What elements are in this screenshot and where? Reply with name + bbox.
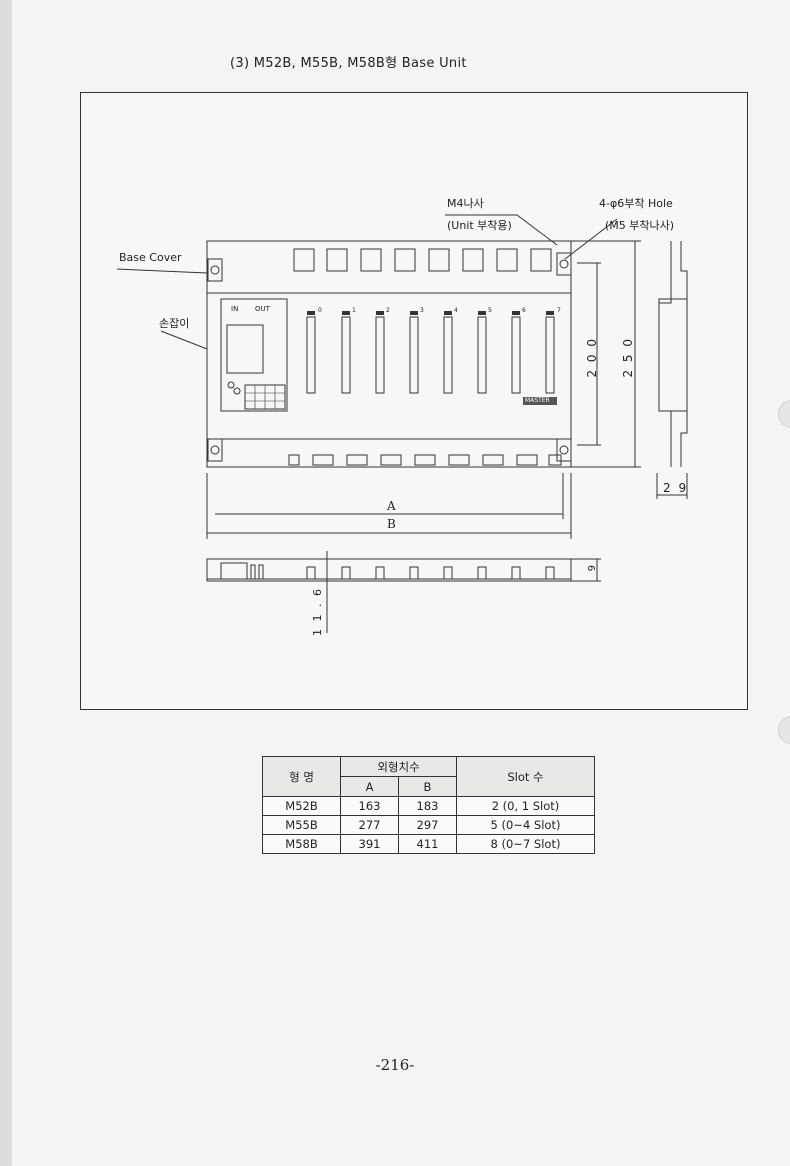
slot-label: 7 bbox=[557, 307, 561, 314]
header-a: A bbox=[340, 776, 399, 797]
cell-a: 391 bbox=[340, 834, 399, 854]
handle-label: 손잡이 bbox=[159, 317, 190, 330]
slot-label: 0 bbox=[318, 307, 322, 314]
cell-b: 183 bbox=[398, 796, 457, 816]
page-number: -216- bbox=[375, 1056, 415, 1074]
table-row: M58B 391 411 8 (0~7 Slot) bbox=[262, 834, 595, 854]
cell-slots: 5 (0~4 Slot) bbox=[456, 815, 595, 835]
cell-model: M55B bbox=[262, 815, 341, 835]
spec-table: 형 명 외형치수 Slot 수 A B M52B 163 183 2 (0, 1… bbox=[262, 756, 595, 854]
header-b: B bbox=[398, 776, 457, 797]
dimension-250: 2 5 0 bbox=[621, 337, 635, 378]
table-row: M52B 163 183 2 (0, 1 Slot) bbox=[262, 796, 595, 816]
cell-a: 163 bbox=[340, 796, 399, 816]
base-unit-drawing bbox=[116, 214, 688, 633]
cell-slots: 2 (0, 1 Slot) bbox=[456, 796, 595, 816]
m4-screw-label: M4나사 bbox=[447, 197, 484, 210]
cell-b: 297 bbox=[398, 815, 457, 835]
slot-sockets bbox=[306, 316, 555, 394]
slot-label: 3 bbox=[420, 307, 424, 314]
dimension-11-6: 1 1 . 6 bbox=[311, 587, 324, 636]
slot-label: 2 bbox=[386, 307, 390, 314]
brand-label: MASTER bbox=[525, 397, 550, 404]
bottom-connectors bbox=[288, 454, 562, 466]
cell-a: 277 bbox=[340, 815, 399, 835]
dimension-b: B bbox=[387, 517, 396, 531]
base-cover-label: Base Cover bbox=[119, 251, 182, 264]
punch-hole bbox=[778, 400, 790, 428]
slot-label: 4 bbox=[454, 307, 458, 314]
slot-label: 6 bbox=[522, 307, 526, 314]
slot-label: 5 bbox=[488, 307, 492, 314]
cell-model: M58B bbox=[262, 834, 341, 854]
table-row: M55B 277 297 5 (0~4 Slot) bbox=[262, 815, 595, 835]
dimension-200: 2 0 0 bbox=[585, 337, 599, 378]
unit-mount-label: (Unit 부착용) bbox=[447, 219, 512, 232]
dimension-a: A bbox=[387, 499, 396, 513]
dimension-9: 9 bbox=[587, 563, 598, 572]
diagram-frame: Base Cover 손잡이 M4나사 (Unit 부착용) 4-φ6부착 Ho… bbox=[80, 92, 748, 710]
m5-mount-label: (M5 부착나사) bbox=[605, 219, 675, 232]
out-label: OUT bbox=[255, 305, 270, 313]
cell-model: M52B bbox=[262, 796, 341, 816]
cell-b: 411 bbox=[398, 834, 457, 854]
page-edge bbox=[0, 0, 12, 1166]
dimension-29: 2 9 bbox=[663, 481, 689, 495]
punch-hole bbox=[778, 716, 790, 744]
header-model: 형 명 bbox=[262, 756, 341, 797]
hole-label: 4-φ6부착 Hole bbox=[599, 197, 673, 210]
cell-slots: 8 (0~7 Slot) bbox=[456, 834, 595, 854]
top-connectors bbox=[293, 248, 552, 272]
in-label: IN bbox=[231, 305, 239, 313]
header-dims: 외형치수 bbox=[340, 756, 457, 777]
slot-label: 1 bbox=[352, 307, 356, 314]
document-title: (3) M52B, M55B, M58B형 Base Unit bbox=[230, 56, 467, 71]
header-slots: Slot 수 bbox=[456, 756, 595, 797]
